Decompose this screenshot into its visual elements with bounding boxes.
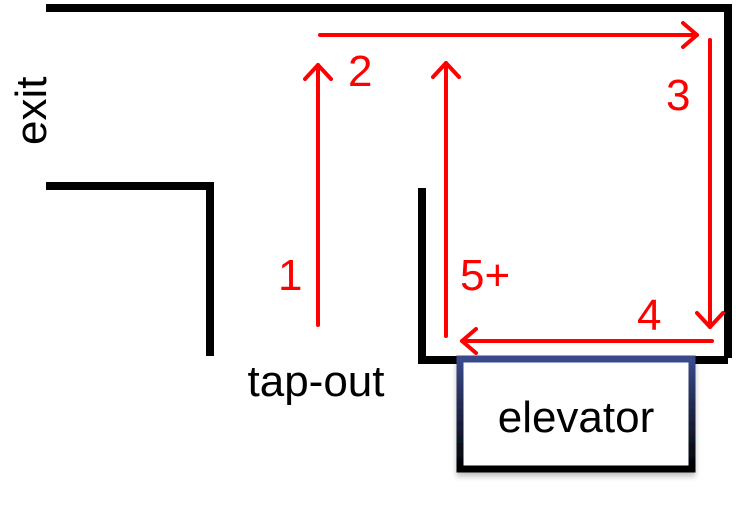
route-step-label: 4 [637, 291, 661, 340]
elevator-label: elevator [498, 393, 655, 442]
elevator: elevator [456, 355, 696, 473]
top-wall [46, 4, 732, 358]
route-step-3-arrow [695, 38, 725, 329]
route-step-labels: 1 2 3 4 5+ [278, 47, 690, 340]
route-step-label: 2 [348, 47, 372, 96]
tap-out-label: tap-out [248, 357, 385, 406]
route-step-2-arrow [318, 21, 699, 49]
route-step-label: 1 [278, 251, 302, 300]
route-step-1-arrow [303, 63, 333, 327]
route-step-5-arrow [431, 61, 461, 338]
route-step-4-arrow [460, 327, 714, 355]
route-step-label: 5+ [460, 251, 510, 300]
left-corridor-wall [46, 182, 214, 356]
exit-label: exit [7, 77, 56, 145]
route [303, 21, 725, 355]
route-step-label: 3 [666, 71, 690, 120]
walls [46, 4, 732, 364]
elevator-box [456, 355, 696, 473]
